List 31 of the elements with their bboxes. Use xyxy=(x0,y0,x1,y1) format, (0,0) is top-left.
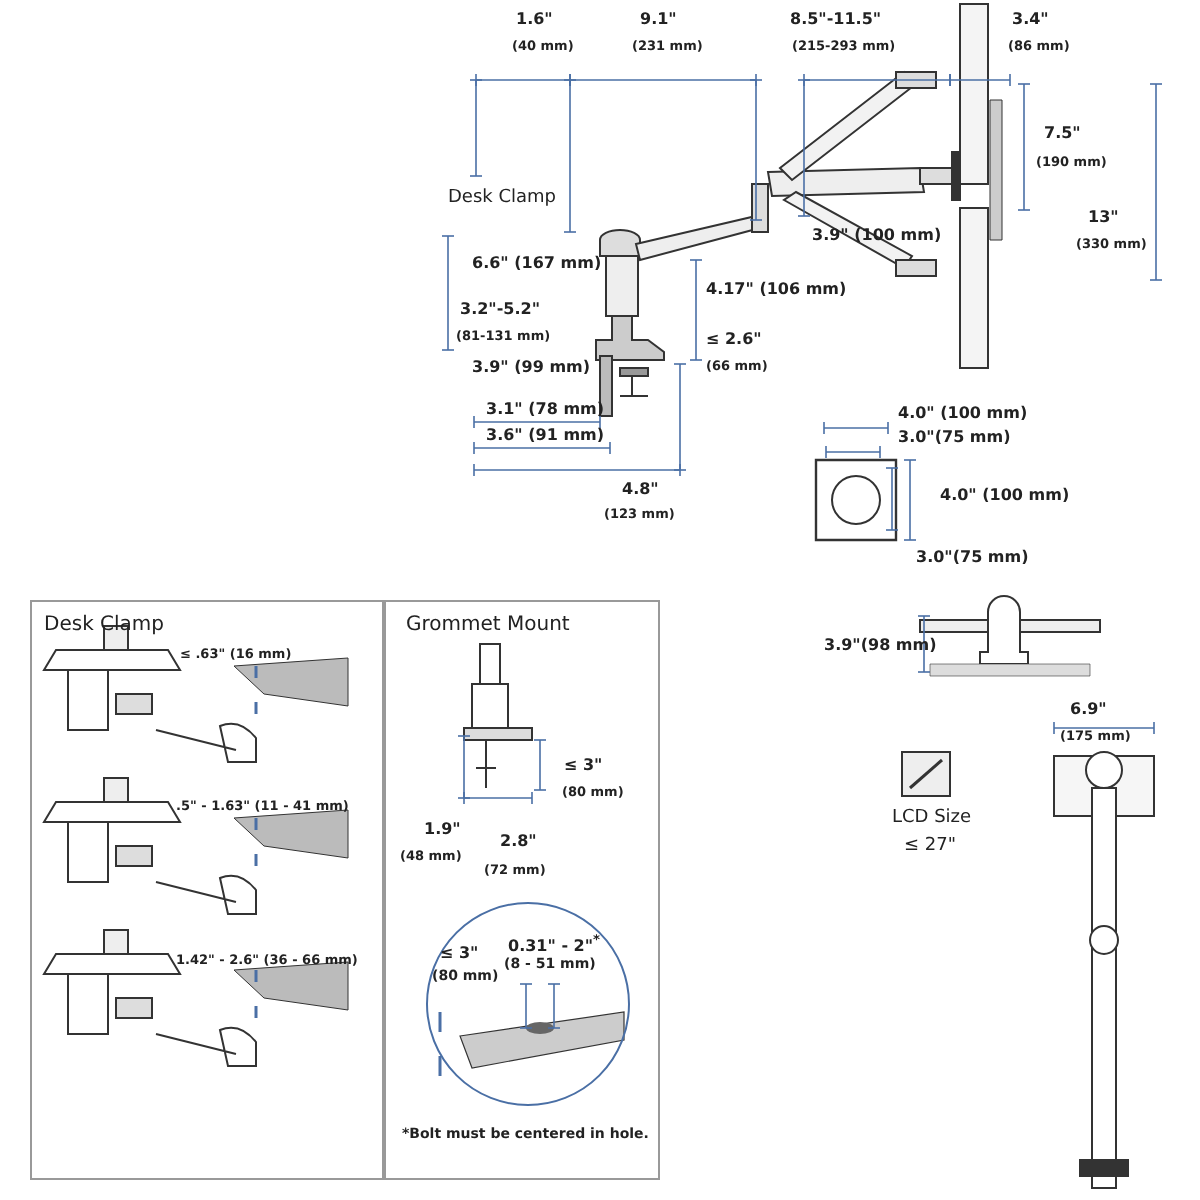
dimension-label: 1.6" xyxy=(516,10,553,30)
dimension-label: ≤ 3" xyxy=(440,944,479,962)
dimension-label: 3.0"(75 mm) xyxy=(916,548,1029,568)
caption-label: LCD Size xyxy=(892,808,972,828)
dimension-label: 3.2"-5.2" xyxy=(460,300,540,320)
dimension-label: 3.9" (99 mm) xyxy=(472,358,591,378)
dimension-label: 4.0" (100 mm) xyxy=(898,404,1028,424)
dimension-label: 6.6" (167 mm) xyxy=(472,254,602,274)
dimension-label: 4.0" (100 mm) xyxy=(940,486,1070,506)
dimension-label: 4.8" xyxy=(622,480,659,500)
dimension-label: 13" xyxy=(1088,208,1119,228)
panel-heading: Desk Clamp xyxy=(44,614,165,636)
dimension-label: ≤ 2.6" xyxy=(706,330,762,350)
dimension-label: 4.17" (106 mm) xyxy=(706,280,847,300)
dimension-label: 2.8" xyxy=(500,832,537,852)
dimension-label: 3.0"(75 mm) xyxy=(898,428,1011,448)
dimension-label: 3.4" xyxy=(1012,10,1049,30)
caption-label: ≤ 27" xyxy=(904,836,956,856)
dimension-label: 3.6" (91 mm) xyxy=(486,426,605,446)
dimension-label: 1.9" xyxy=(424,820,461,840)
panel-box xyxy=(384,600,660,1180)
panel-box xyxy=(30,600,384,1180)
caption-label: Desk Clamp xyxy=(448,188,557,208)
dimension-label: 8.5"-11.5" xyxy=(790,10,882,30)
dimension-label: 9.1" xyxy=(640,10,677,30)
detail-circle xyxy=(426,902,630,1106)
dimension-label: ≤ 3" xyxy=(564,756,603,776)
dimension-label: 6.9" xyxy=(1070,700,1107,720)
panel-heading: Grommet Mount xyxy=(406,614,570,636)
dimension-label: 7.5" xyxy=(1044,124,1081,144)
dimension-label: 0.31" - 2"$^{*}$ xyxy=(508,932,601,956)
